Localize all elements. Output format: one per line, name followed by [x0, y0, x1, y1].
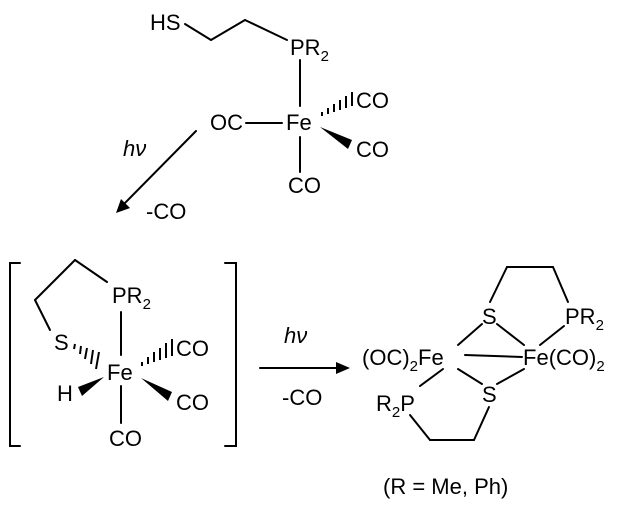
- intermediate-hashed-bond-co: [141, 339, 173, 366]
- step1-arrow-shaft: [121, 130, 197, 207]
- intermediate-sulfur-label: S: [54, 330, 69, 355]
- product-bond-s-c-top: [489, 266, 508, 303]
- intermediate-wedge-bond-h: [78, 377, 104, 396]
- reactant-fe-label: Fe: [286, 110, 312, 135]
- product-bond-c-s-bottom: [473, 406, 490, 441]
- product-phosphine-left-label: R2P: [376, 391, 415, 421]
- intermediate-bond-c-p: [74, 259, 108, 283]
- reactant-complex: HS PR2 Fe OC CO CO CO: [150, 10, 389, 198]
- product-bond-c-p-top: [552, 266, 569, 303]
- step1-arrow-group: hν -CO: [116, 130, 197, 224]
- step1-condition-co-loss: -CO: [146, 199, 186, 224]
- intermediate-bond-c-c: [34, 259, 76, 301]
- product-bond-p-fe-right: [539, 325, 565, 346]
- intermediate-co-right-label: CO: [176, 390, 209, 415]
- product-left-iron-label: (OC)2Fe: [362, 345, 444, 375]
- step2-condition-light: hν: [284, 323, 307, 348]
- product-substituent-note: (R = Me, Ph): [383, 474, 508, 499]
- intermediate-fe-label: Fe: [107, 360, 133, 385]
- product-bond-fe-s-top-left: [457, 323, 483, 346]
- intermediate-hydride-label: H: [57, 381, 73, 406]
- step2-arrow-group: hν -CO: [259, 323, 350, 410]
- reactant-co-right-label: CO: [356, 137, 389, 162]
- reactant-co-bottom-label: CO: [288, 173, 321, 198]
- product-right-iron-label: Fe(CO)2: [523, 345, 605, 375]
- step2-condition-co-loss: -CO: [282, 385, 322, 410]
- intermediate-complex: PR2 S Fe CO CO H CO: [9, 259, 237, 451]
- intermediate-hashed-bond-s-fe: [73, 343, 100, 370]
- product-bond-fe-s-bottom-right: [496, 368, 525, 385]
- product-complex: (OC)2Fe Fe(CO)2 S S PR2 R2P (R = Me, Ph): [362, 266, 605, 499]
- step2-arrowhead: [336, 362, 350, 374]
- right-bracket: [224, 262, 237, 447]
- intermediate-bond-c-s: [34, 299, 51, 331]
- reactant-bond-c-p: [244, 19, 288, 41]
- left-bracket: [9, 262, 21, 447]
- reactant-phosphine-label: PR2: [290, 35, 329, 65]
- step1-arrowhead: [116, 199, 130, 213]
- reactant-thiol-label: HS: [150, 10, 181, 35]
- step1-condition-light: hν: [123, 136, 146, 161]
- reactant-bond-s-c: [184, 23, 212, 41]
- product-bond-p-c-bottom: [409, 414, 431, 441]
- product-sulfur-top-label: S: [482, 304, 497, 329]
- intermediate-co-bottom-label: CO: [109, 426, 142, 451]
- intermediate-wedge-bond-co: [141, 378, 172, 401]
- reactant-hashed-bond-co: [321, 92, 353, 116]
- product-sulfur-bottom-label: S: [482, 382, 497, 407]
- reactant-wedge-bond-co: [320, 127, 352, 149]
- product-phosphine-right-label: PR2: [565, 304, 604, 334]
- reactant-bond-c-c: [210, 19, 246, 41]
- intermediate-phosphine-label: PR2: [112, 283, 151, 313]
- reactant-co-upper-right-label: CO: [356, 88, 389, 113]
- product-bond-fe-fe: [464, 354, 523, 358]
- product-bond-fe-p-left: [419, 368, 444, 387]
- product-bond-fe-s-top-right: [496, 323, 525, 346]
- intermediate-co-upper-right-label: CO: [176, 336, 209, 361]
- reactant-oc-left-label: OC: [210, 110, 243, 135]
- product-bond-fe-s-bottom-left: [457, 368, 483, 385]
